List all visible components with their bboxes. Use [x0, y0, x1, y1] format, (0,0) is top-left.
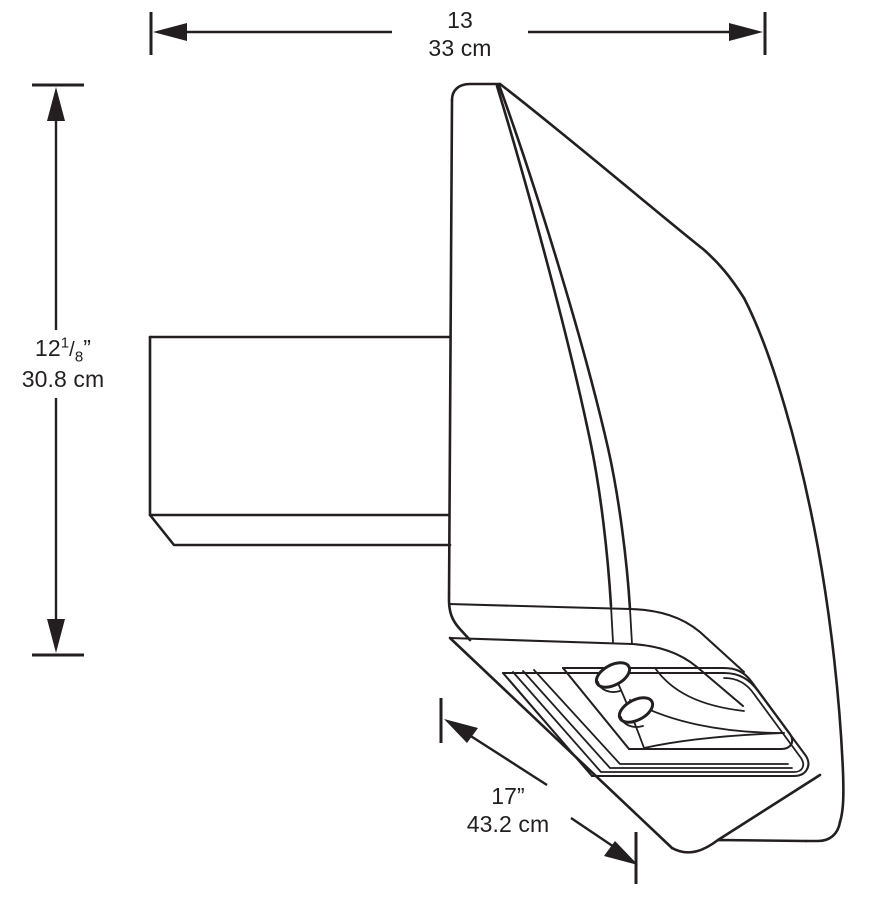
dimension-height-unit: ”: [83, 335, 92, 361]
reflector-curve-upper: [654, 667, 745, 712]
dimension-height-numerator: 1: [60, 334, 70, 352]
mounting-arm: [148, 335, 452, 547]
dimension-height-denominator: 8: [74, 348, 84, 366]
dimension-height-whole: 12: [34, 335, 61, 361]
housing-sweep-rib-outer: [498, 82, 746, 300]
housing-bottom-right-corner: [804, 820, 842, 843]
housing-bottom-front-lip: [670, 838, 808, 854]
lens-recess: [501, 661, 810, 778]
dimension-height-imperial: 12 1/8”: [0, 334, 126, 365]
dimension-width-imperial: 13: [447, 7, 473, 33]
dimension-height-label: 12 1/8” 30.8 cm: [0, 334, 126, 393]
dim-depth-line-upper: [465, 731, 548, 787]
dimension-height: [32, 83, 84, 657]
lamp-socket-upper-icon: [594, 661, 632, 689]
lens-frame-inner: [533, 669, 789, 765]
lens-frame-third: [522, 670, 793, 769]
mounting-arm-left-face: [148, 335, 452, 547]
housing-back-edge: [450, 82, 502, 102]
dimension-width-label: 13 33 cm: [370, 6, 550, 62]
housing-bottom-front-lip-right: [716, 773, 822, 842]
dim-width-arrowhead-left: [153, 23, 187, 41]
housing-bezel-rib-joint-inner: [610, 605, 614, 643]
housing-outer-right-profile: [742, 296, 845, 824]
dimension-height-metric: 30.8 cm: [21, 365, 105, 392]
lamp-socket-upper-body: [597, 681, 621, 693]
lamp-socket-lower-body: [620, 716, 644, 728]
dimension-height-fraction: 1/8: [60, 334, 84, 366]
dim-depth-arrowhead-upper: [444, 719, 478, 743]
lens-cavity-rim: [561, 666, 794, 751]
housing-sweep-rib-middle: [497, 83, 632, 611]
dimension-width-metric: 33 cm: [428, 35, 492, 62]
dim-depth-arrowhead-lower: [604, 841, 638, 865]
dimension-depth-imperial: 17”: [491, 783, 525, 809]
dim-height-arrowhead-bottom: [47, 619, 65, 653]
dim-height-arrowhead-top: [47, 87, 65, 121]
reflector-curve-lower: [643, 732, 785, 749]
lamp-socket-lower-icon: [617, 696, 655, 724]
housing-left-vertical-edge: [447, 98, 472, 642]
housing-bezel-rib-joint: [629, 608, 633, 645]
lens-cavity-rim-left: [561, 666, 631, 751]
housing-bezel-bottom-edge: [448, 636, 745, 708]
dim-width-arrowhead-right: [729, 23, 763, 41]
housing-bottom-front-left-edge: [448, 636, 674, 850]
lens-frame-second: [512, 671, 805, 773]
lens-frame-outer-left: [501, 671, 594, 778]
dimension-height-fraction-bar: /: [69, 339, 75, 361]
dimension-depth-metric: 43.2 cm: [466, 811, 550, 838]
housing-sweep-rib-inner: [495, 84, 613, 608]
housing-body: [447, 82, 845, 854]
housing-bezel-top-edge: [447, 602, 746, 674]
dimension-depth-label: 17” 43.2 cm: [418, 782, 598, 838]
dimension-width: [149, 12, 767, 55]
dimension-depth: [439, 698, 638, 884]
